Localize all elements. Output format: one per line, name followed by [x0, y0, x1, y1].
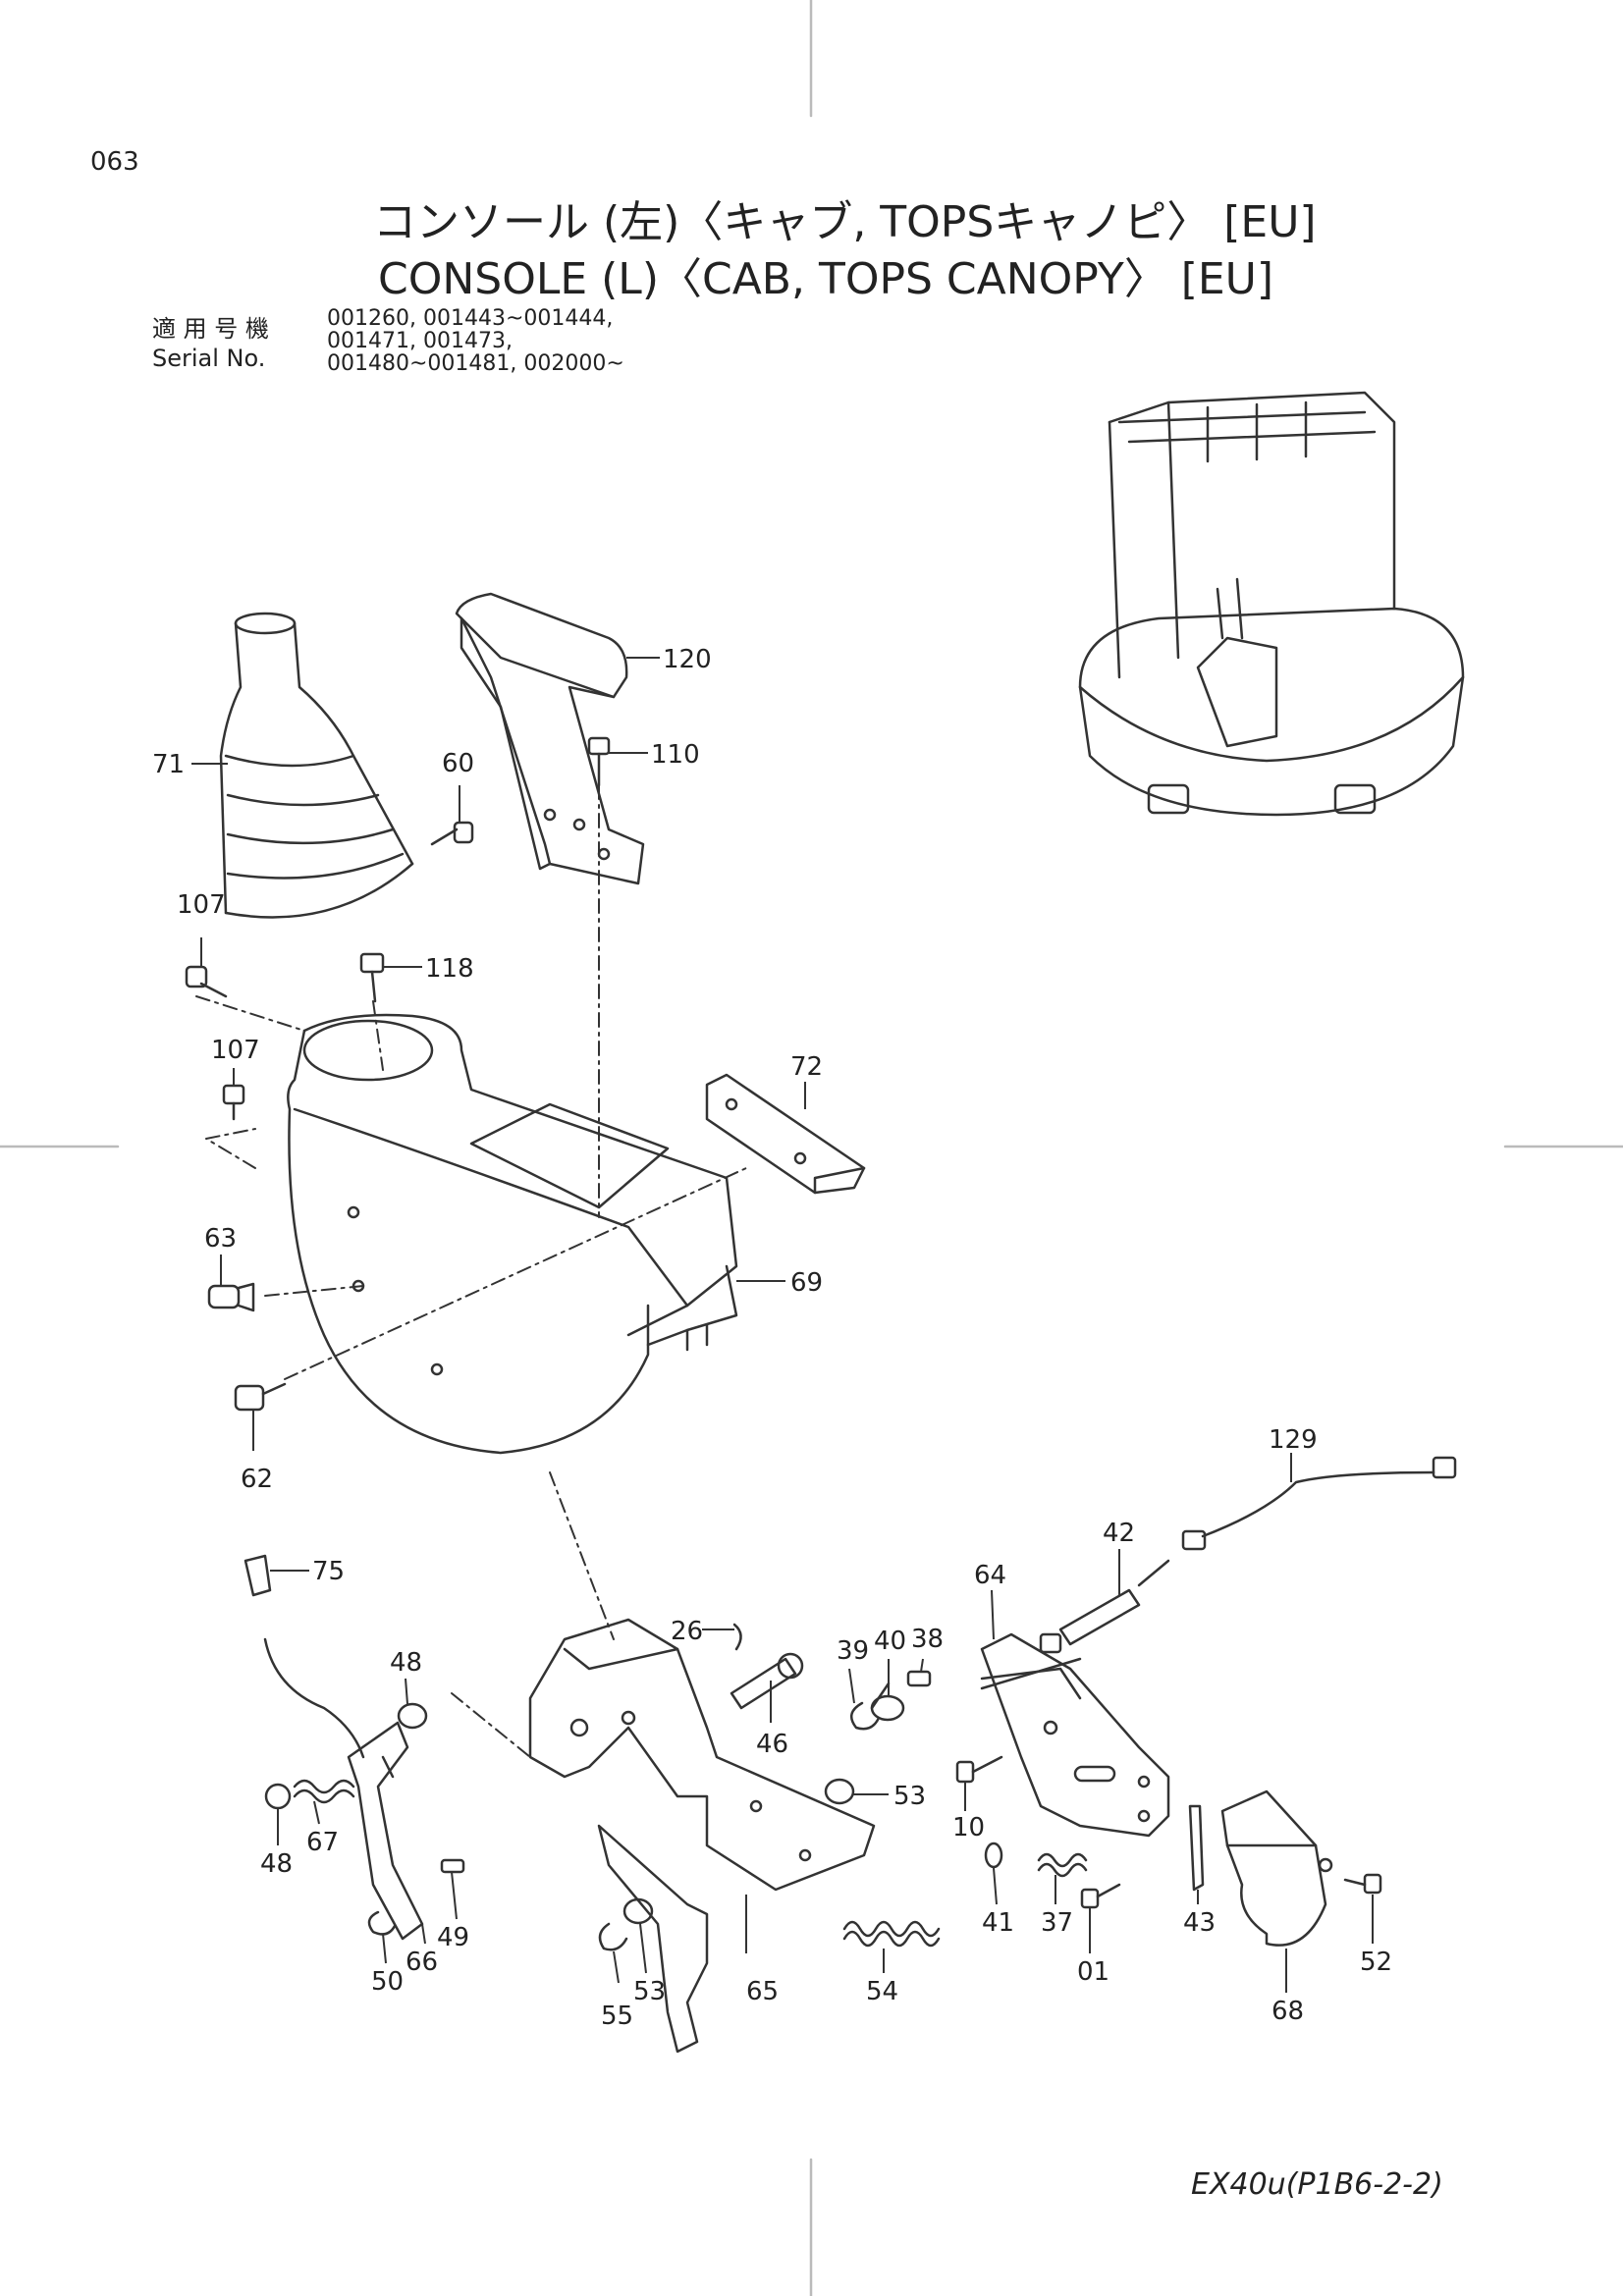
part-label: 43 — [1183, 1908, 1216, 1938]
part-72-bracket — [705, 1073, 866, 1195]
part-43-pin — [1188, 1804, 1205, 1892]
part-label: 75 — [312, 1557, 345, 1586]
part-52-bolt — [1343, 1873, 1382, 1895]
part-label: 42 — [1103, 1519, 1135, 1548]
part-26-cotter-pin — [732, 1623, 742, 1651]
part-label: 72 — [790, 1052, 823, 1082]
part-71-rubber-boot — [219, 612, 414, 919]
part-129-wire-harness — [1181, 1456, 1457, 1551]
part-label: 48 — [390, 1648, 422, 1678]
part-label: 67 — [306, 1828, 339, 1857]
model-code: EX40u(P1B6-2-2) — [1191, 2167, 1443, 2202]
part-48-bushing-lower — [264, 1783, 292, 1810]
serial-line: 001480~001481, 002000~ — [327, 351, 624, 376]
part-label: 40 — [874, 1627, 906, 1656]
part-110-bolt — [587, 736, 611, 787]
part-46-pin — [730, 1652, 804, 1710]
part-label: 53 — [633, 1977, 666, 2006]
part-41-washer — [984, 1842, 1003, 1869]
page-number: 063 — [90, 147, 139, 177]
part-label: 49 — [437, 1923, 469, 1952]
part-label: 37 — [1041, 1908, 1073, 1938]
part-labels: 120 110 71 60 107 118 107 72 63 69 62 12… — [152, 645, 1392, 2031]
part-label: 110 — [651, 740, 700, 770]
part-label: 39 — [837, 1636, 869, 1666]
machine-overview-illustration — [1078, 391, 1465, 817]
part-label: 64 — [974, 1561, 1006, 1590]
part-label: 53 — [893, 1782, 926, 1811]
part-54-spring — [842, 1920, 941, 1948]
part-66-lever — [347, 1721, 424, 1941]
part-label: 66 — [406, 1948, 438, 1977]
part-120-armrest — [455, 592, 645, 885]
part-label: 26 — [671, 1617, 703, 1646]
part-63-grommet — [207, 1282, 255, 1312]
part-label: 41 — [982, 1908, 1014, 1938]
serial-numbers: 001260, 001443~001444, 001471, 001473, 0… — [327, 307, 624, 375]
part-107-bolt-upper — [185, 965, 228, 998]
part-label: 10 — [952, 1813, 985, 1842]
leader-lines — [191, 657, 1374, 1993]
part-label: 48 — [260, 1849, 293, 1879]
serial-label: 適 用 号 機 Serial No. — [152, 314, 269, 373]
part-label: 107 — [211, 1036, 260, 1065]
part-53-bushing-right — [824, 1778, 855, 1805]
part-label: 60 — [442, 749, 474, 778]
title-english: CONSOLE (L)〈CAB, TOPS CANOPY〉 [EU] — [378, 254, 1274, 304]
part-label: 46 — [756, 1730, 788, 1759]
part-53-bushing-lower — [622, 1897, 654, 1925]
part-01-bolt — [1080, 1883, 1121, 1909]
part-label: 62 — [241, 1465, 273, 1494]
serial-line: 001471, 001473, — [327, 329, 513, 353]
part-107-bolt-lower — [222, 1084, 245, 1121]
serial-label-en: Serial No. — [152, 345, 266, 372]
part-label: 120 — [663, 645, 712, 674]
part-label: 55 — [601, 2002, 633, 2031]
part-48-bushing-upper — [397, 1702, 428, 1730]
part-65-pedal-bracket — [528, 1618, 876, 2054]
part-label: 118 — [425, 954, 474, 984]
part-37-spring — [1037, 1852, 1088, 1878]
part-label: 107 — [177, 890, 226, 920]
part-60-bolt — [430, 821, 474, 846]
title-japanese: コンソール (左)〈キャブ, TOPSキャノピ〉 [EU] — [373, 197, 1317, 247]
part-label: 129 — [1269, 1425, 1318, 1455]
part-label: 71 — [152, 750, 185, 779]
part-10-bolt — [955, 1755, 1003, 1784]
serial-line: 001260, 001443~001444, — [327, 306, 614, 331]
part-label: 54 — [866, 1977, 898, 2006]
part-67-spring — [293, 1779, 355, 1804]
serial-label-jp: 適 用 号 機 — [152, 315, 269, 343]
part-75-knob — [243, 1554, 365, 1759]
part-label: 50 — [371, 1967, 404, 1997]
part-55-clip — [598, 1922, 628, 1951]
part-label: 01 — [1077, 1957, 1109, 1987]
part-62-bolt — [234, 1382, 287, 1412]
part-label: 68 — [1271, 1997, 1304, 2026]
part-label: 38 — [911, 1625, 944, 1654]
part-38-pin — [906, 1670, 932, 1687]
part-118-bolt — [359, 952, 385, 1003]
part-68-cover — [1220, 1789, 1333, 1947]
part-label: 52 — [1360, 1948, 1392, 1977]
part-label: 69 — [790, 1268, 823, 1298]
part-49-pin — [440, 1858, 465, 1874]
assembly-lines — [195, 784, 747, 1758]
part-42-switch — [1039, 1559, 1170, 1654]
part-label: 65 — [746, 1977, 779, 2006]
part-64-plate — [980, 1632, 1170, 1838]
part-69-console-body — [287, 1013, 738, 1455]
part-39-e-clip — [849, 1701, 881, 1731]
part-label: 63 — [204, 1224, 237, 1254]
part-50-clip — [367, 1910, 397, 1936]
